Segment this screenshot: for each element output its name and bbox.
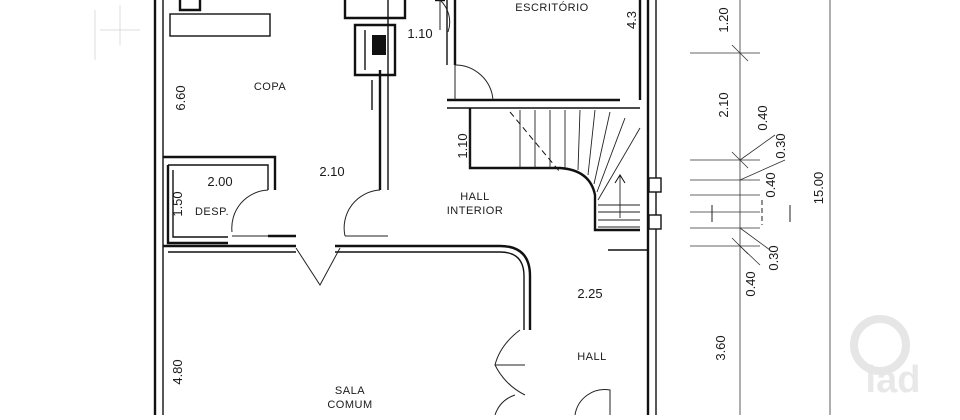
dim-label-0-40-a: 0.40 [755,105,770,130]
dim-label-15-00: 15.00 [811,172,826,205]
doors [231,0,611,416]
dimension-labels: 1.10 4.3 6.60 1.10 2.10 2.00 1.50 2.25 4… [170,7,826,384]
copa-bottom-wall [163,155,277,190]
entrance-door [574,389,611,416]
dim-label-2-00: 2.00 [207,174,232,189]
watermark-logo-icon [850,315,910,375]
closet-top [343,0,407,20]
room-label-hall-interior: HALL [460,191,490,203]
dim-label-1-10-top: 1.10 [407,26,432,41]
dim-label-3-60: 3.60 [713,335,728,360]
room-label-hall-interior-2: INTERIOR [447,205,504,217]
dim-label-6-60: 6.60 [173,85,188,110]
dim-label-1-20: 1.20 [716,7,731,32]
dim-label-0-30-a: 0.30 [773,133,788,158]
dim-label-1-50: 1.50 [170,191,185,216]
escritorio-door [454,64,494,101]
watermark: iad [850,315,920,401]
staircase [468,108,641,232]
desp-door [231,189,269,233]
room-label-desp: DESP. [195,206,229,218]
room-labels: ESCRITÓRIO COPA DESP. HALL INTERIOR HALL… [195,1,607,411]
dim-label-4-80: 4.80 [170,359,185,384]
sala-door [295,247,341,286]
dim-label-4-3: 4.3 [624,11,639,29]
copa-counter [169,13,271,37]
dim-label-2-10-copa: 2.10 [319,164,344,179]
hall-door [343,189,381,237]
room-label-escritorio: ESCRITÓRIO [515,1,588,14]
dim-label-2-25: 2.25 [577,286,602,301]
dim-label-0-40-b: 0.40 [763,172,778,197]
room-label-sala: SALA [335,385,365,397]
dim-label-2-10-right: 2.10 [716,92,731,117]
sala-top-wall [335,244,532,330]
room-label-sala-comum: COMUM [327,399,372,411]
dim-label-0-40-c: 0.40 [743,271,758,296]
hall-double-door-upper [494,329,526,396]
dim-label-1-10-left: 1.10 [455,133,470,158]
background-sketch [94,5,140,60]
room-label-hall: HALL [577,351,607,363]
dim-label-0-30-b: 0.30 [766,245,781,270]
walls [153,0,662,415]
desp-walls [166,165,228,245]
dimension-lines [690,0,831,415]
room-label-copa: COPA [254,81,287,93]
